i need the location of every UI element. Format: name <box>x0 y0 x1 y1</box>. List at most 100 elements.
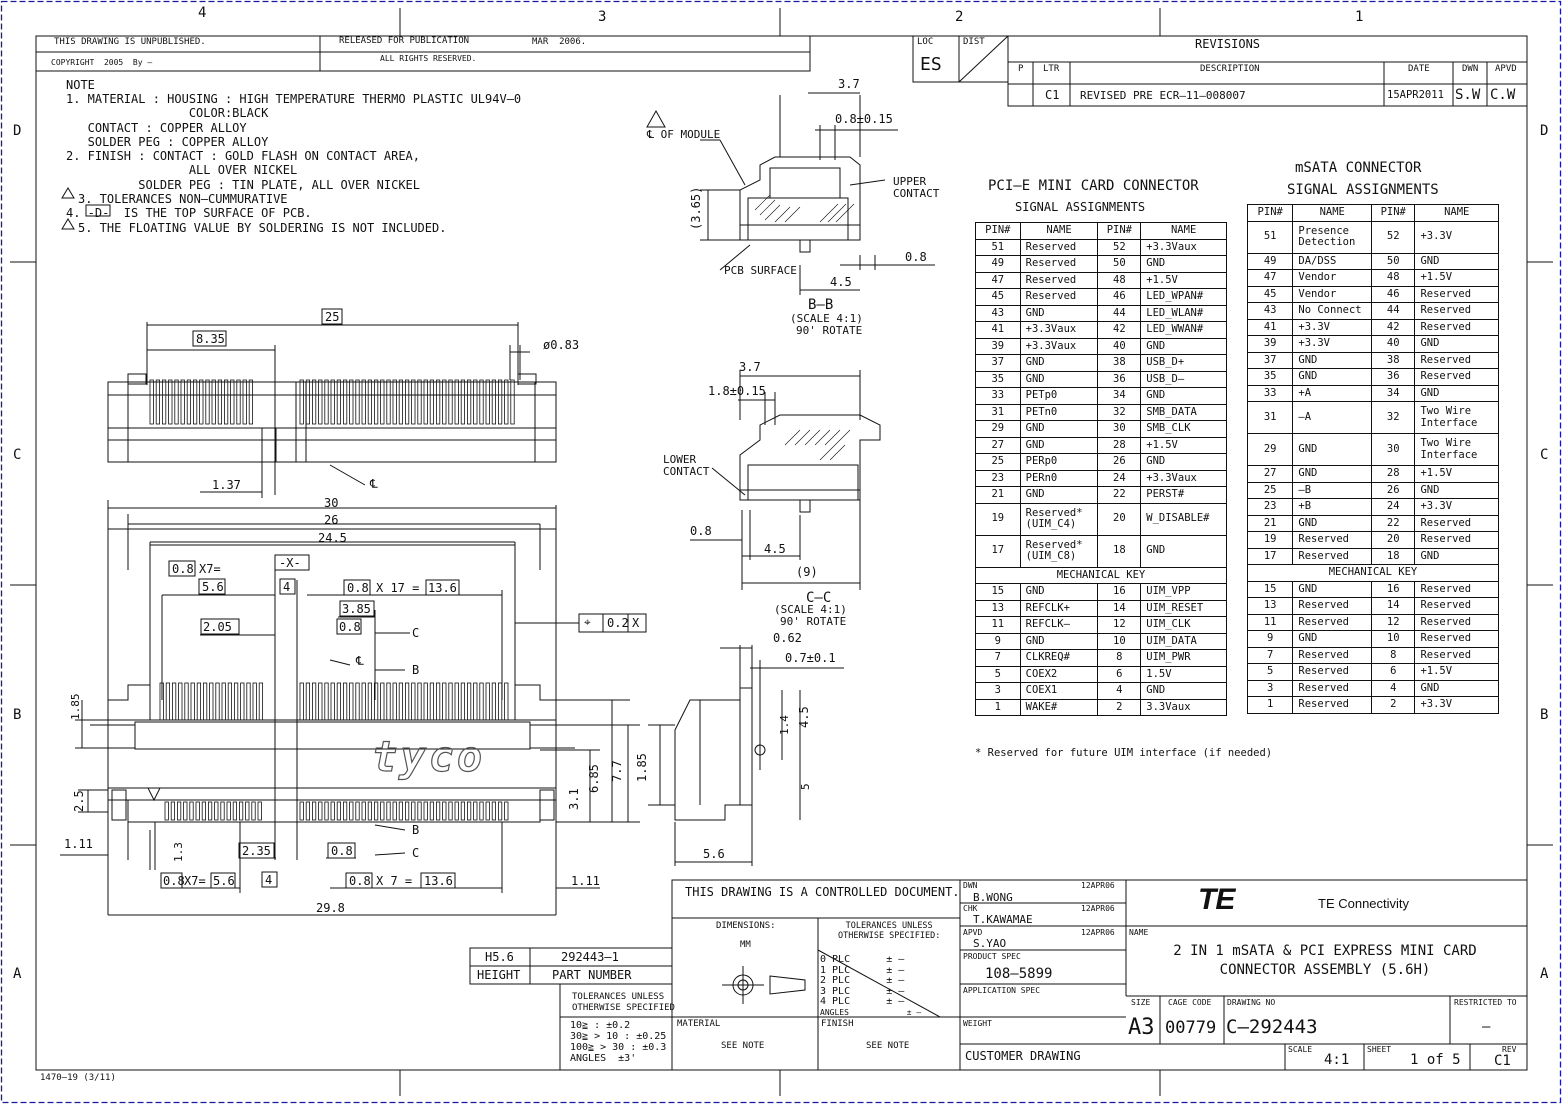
contact-pin <box>473 682 478 721</box>
contact-pin <box>165 682 171 721</box>
height-value: H5.6 <box>485 950 514 964</box>
restricted-label: RESTRICTED TO <box>1454 998 1517 1007</box>
contact-pin <box>164 801 169 821</box>
pin-name-cell: GND <box>1019 583 1099 601</box>
pin-name-cell: Reserved <box>1292 547 1373 565</box>
pin-name-cell: Reserved <box>1292 646 1373 664</box>
pin-number-cell: 11 <box>1246 613 1294 631</box>
pin-number-cell: 5 <box>975 665 1021 683</box>
contact-pin <box>311 379 317 425</box>
dim-x7-label-b: X 7 = <box>376 874 413 888</box>
note-line: 2. FINISH : CONTACT : GOLD FLASH ON CONT… <box>66 149 421 164</box>
rev-col-apvd: APVD <box>1495 64 1517 74</box>
pin-name-cell: REFCLK– <box>1019 616 1099 634</box>
dim-2-35: 2.35 <box>242 844 271 858</box>
mechanical-key-label: MECHANICAL KEY <box>1247 564 1499 582</box>
pin-name-cell: Reserved <box>1414 318 1499 336</box>
pin-name-cell: SMB_CLK <box>1140 420 1227 438</box>
pin-name-cell: UIM_RESET <box>1140 599 1227 617</box>
pin-name-cell: PERp0 <box>1019 453 1099 471</box>
contact-pin <box>497 379 503 425</box>
pin-name-cell: Reserved <box>1292 663 1373 681</box>
dim-0-8-tol: 0.8±0.15 <box>835 112 893 126</box>
pin-number-cell: 31 <box>975 403 1021 421</box>
contact-pin <box>257 801 262 821</box>
pin-number-cell: 34 <box>1371 384 1416 402</box>
dim-13-6: 13.6 <box>428 581 457 595</box>
pin-number-cell: 2 <box>1371 696 1416 714</box>
contact-pin <box>159 682 164 721</box>
revisions-title: REVISIONS <box>1195 37 1261 51</box>
pin-name-cell: Reserved <box>1292 613 1373 631</box>
contact-pin <box>186 379 192 425</box>
table-header-cell: PIN# <box>1097 222 1142 240</box>
dim-diameter-0-83: ø0.83 <box>543 338 580 352</box>
part-number-label: PART NUMBER <box>552 968 632 982</box>
pin-number-cell: 49 <box>975 255 1021 273</box>
msata-table-title: mSATA CONNECTOR <box>1295 160 1422 176</box>
contact-pin <box>342 682 348 721</box>
dim-x17-label: X 17 = <box>376 581 420 595</box>
pin-number-cell: 36 <box>1371 368 1416 386</box>
rev-letter: C1 <box>1045 88 1060 102</box>
contact-pin <box>230 379 235 425</box>
dim-5-6: 5.6 <box>202 580 224 594</box>
zone-row-a-right: A <box>1540 966 1549 982</box>
dim-29-8: 29.8 <box>316 901 345 915</box>
zone-row-c-right: C <box>1540 447 1549 463</box>
te-logo: TE <box>1198 883 1235 916</box>
pin-number-cell: 24 <box>1097 469 1142 487</box>
zone-col-2: 2 <box>955 9 964 25</box>
pin-number-cell: 22 <box>1371 514 1416 532</box>
pin-number-cell: 9 <box>975 632 1021 650</box>
pin-name-cell: +3.3V <box>1414 696 1499 714</box>
pin-number-cell: 51 <box>975 238 1021 256</box>
pin-number-cell: 4 <box>1097 682 1142 700</box>
tolerance-row: ANGLES ± – <box>820 1007 922 1017</box>
pin-name-cell: GND <box>1414 335 1499 353</box>
centerline-symbol: ℄ <box>370 477 378 491</box>
contact-pin <box>404 379 410 425</box>
contact-pin <box>435 379 441 425</box>
pin-name-cell: SMB_DATA <box>1140 403 1227 421</box>
contact-pin <box>454 801 459 821</box>
dim-5-6-bottom: 5.6 <box>213 874 235 888</box>
contact-pin <box>349 682 354 721</box>
checked-by: T.KAWAMAE <box>973 913 1033 926</box>
contact-pin <box>211 379 216 425</box>
note-line: 1. MATERIAL : HOUSING : HIGH TEMPERATURE… <box>66 92 522 106</box>
pin-name-cell: GND <box>1019 304 1099 322</box>
pin-number-cell: 40 <box>1097 337 1142 355</box>
contact-pin <box>466 801 472 821</box>
pin-name-cell: +1.5V <box>1140 436 1227 454</box>
pin-number-cell: 30 <box>1371 433 1416 466</box>
dim-26: 26 <box>324 513 339 527</box>
drawn-by: B.WONG <box>973 891 1013 904</box>
dim-1-8-tol: 1.8±0.15 <box>708 384 766 398</box>
pin-number-cell: 12 <box>1097 616 1142 634</box>
pin-name-cell: USB_D– <box>1140 370 1227 388</box>
pin-number-cell: 36 <box>1097 370 1142 388</box>
pin-number-cell: 23 <box>975 469 1021 487</box>
pin-name-cell: GND <box>1414 252 1499 270</box>
note-line: CONTACT : COPPER ALLOY <box>66 120 247 135</box>
dim-3-7-cc: 3.7 <box>739 360 761 374</box>
dimensions-unit: MM <box>740 940 751 950</box>
tolerance-line: 10≧ : ±0.2 <box>570 1020 631 1031</box>
pin-number-cell: 9 <box>1246 630 1294 648</box>
